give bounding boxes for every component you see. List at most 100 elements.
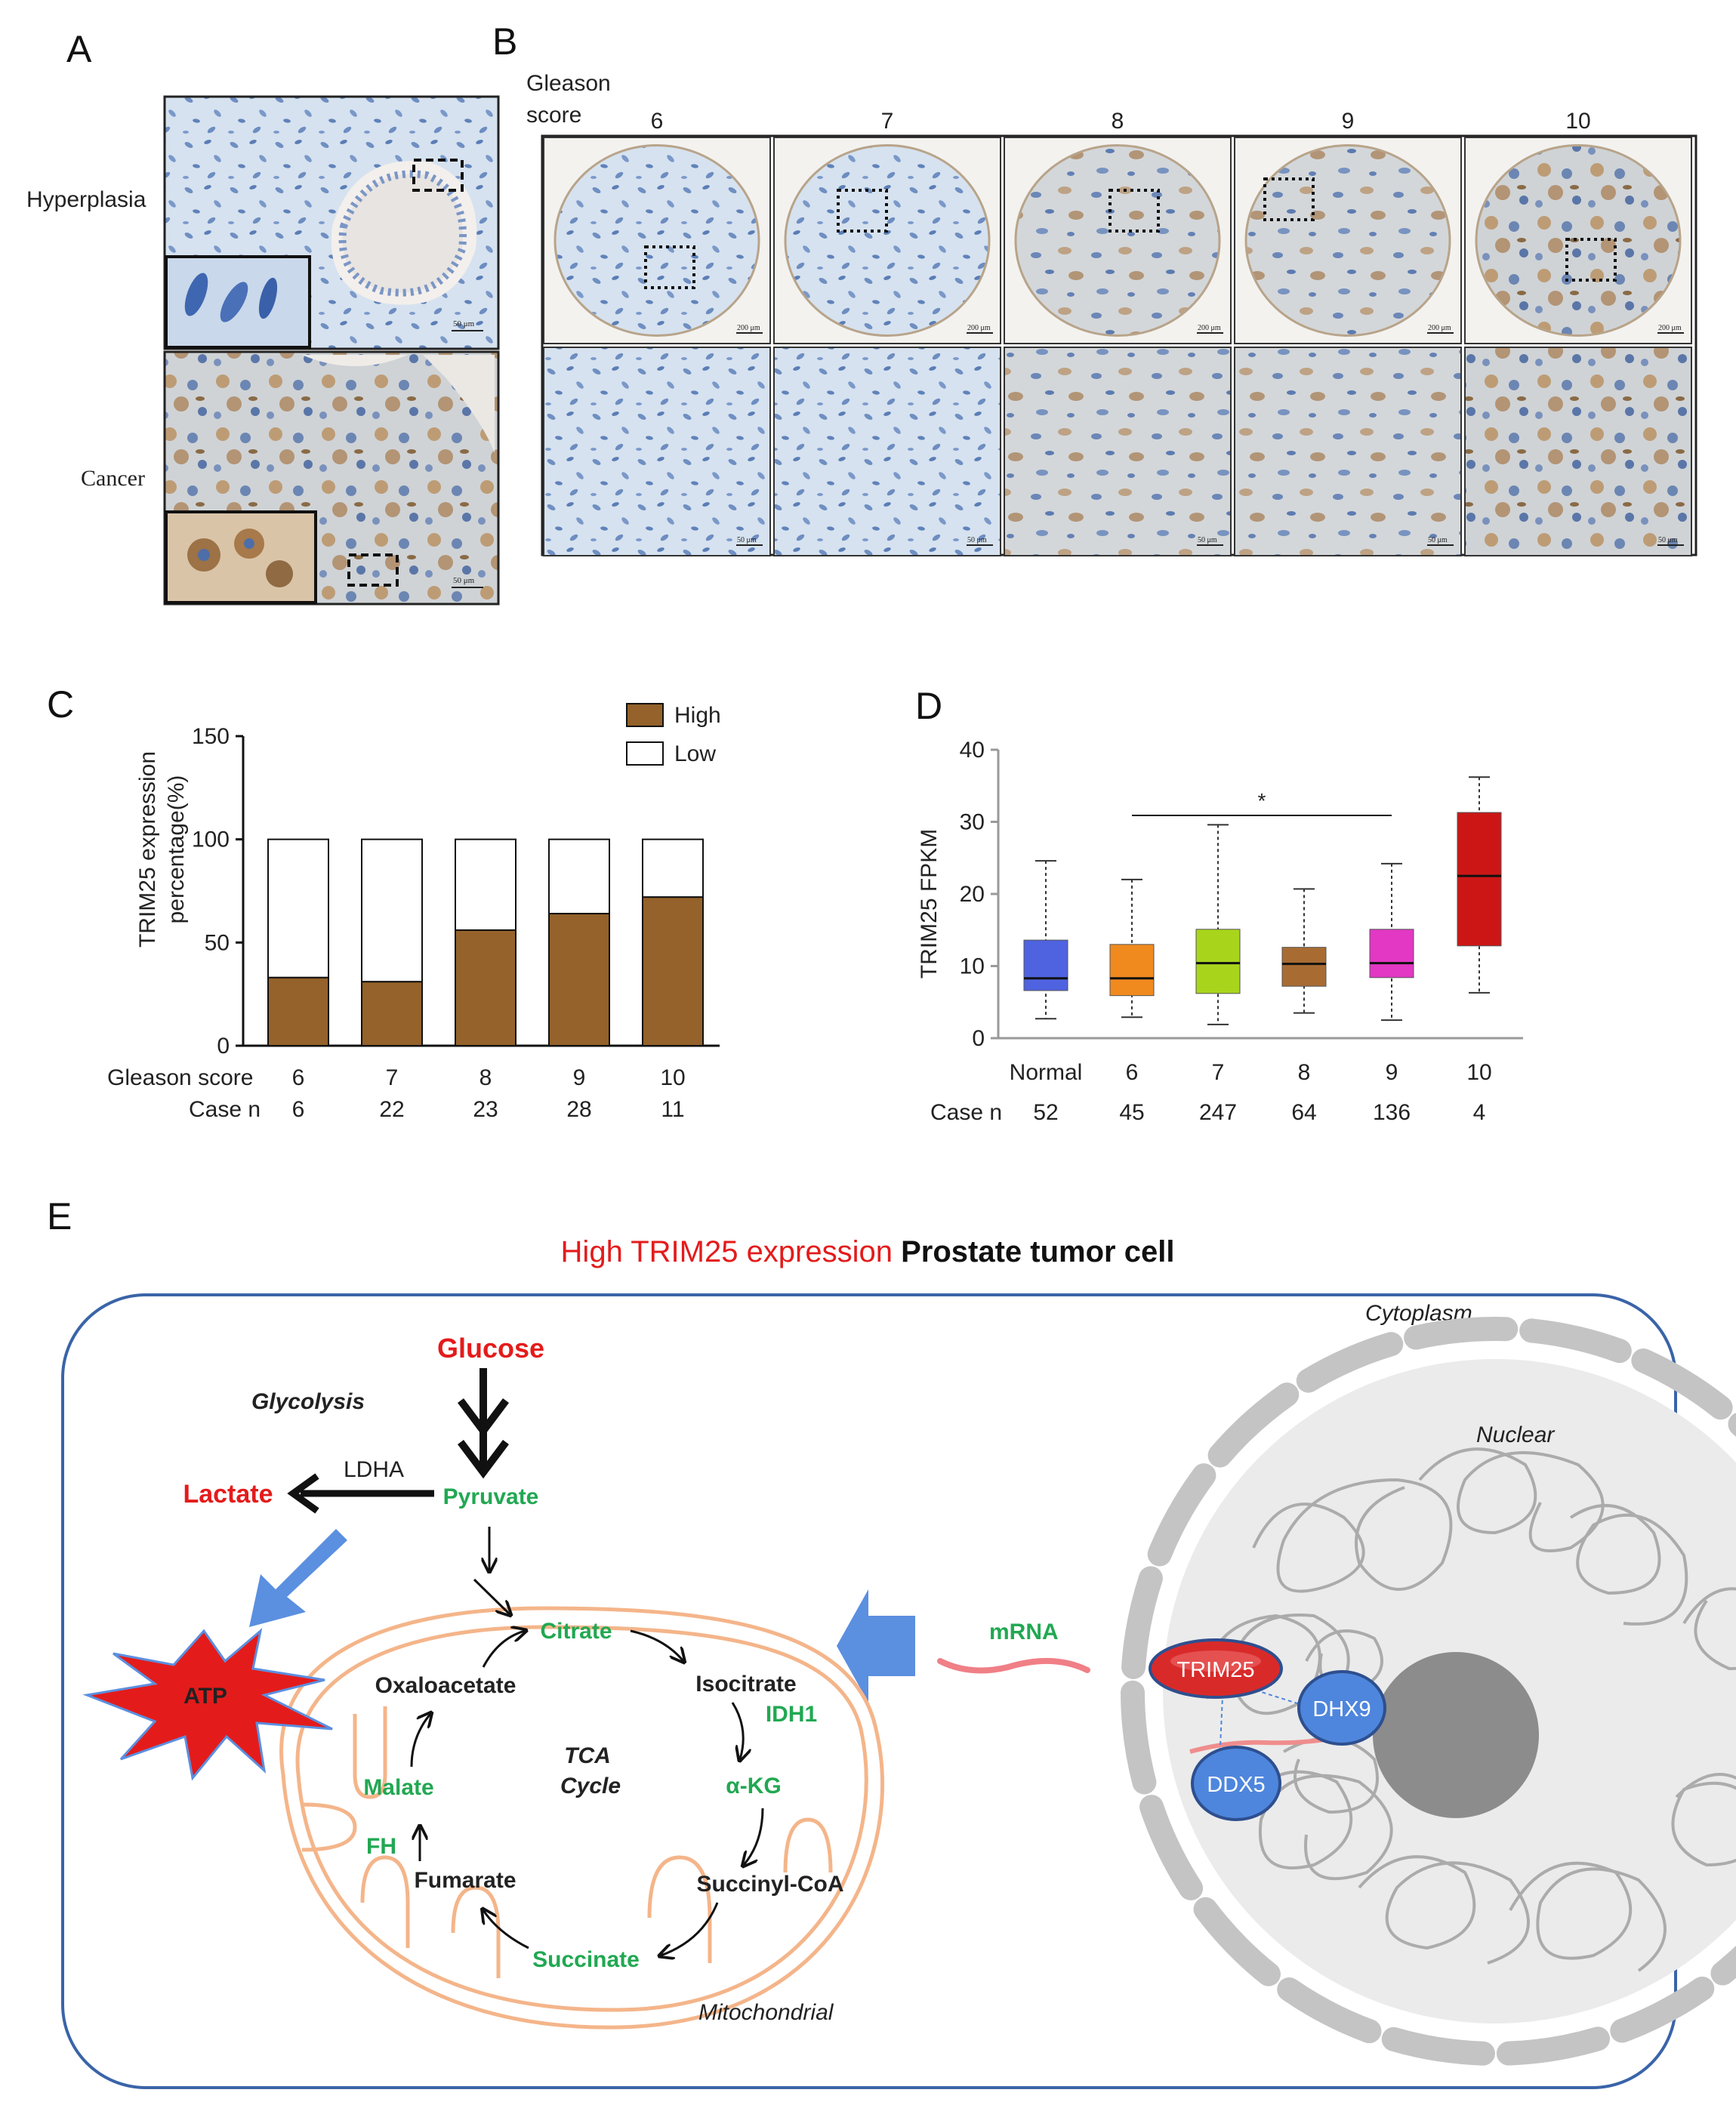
significance-label: * xyxy=(1258,789,1266,812)
scale-label-top-10: 200 μm xyxy=(1658,324,1682,332)
chart-c-category-9: 9 xyxy=(573,1065,586,1090)
scale-label-a1: 50 μm xyxy=(453,319,475,328)
cancer-micrograph: 50 μm xyxy=(163,350,500,606)
nucleus: Nuclear TRIM25 DHX9 DDX5 xyxy=(1121,1317,1736,2066)
zoom-box-9 xyxy=(1263,177,1315,221)
row-label-cancer: Cancer xyxy=(81,466,145,491)
mitochondrion: Mitochondrial xyxy=(279,1606,884,2030)
zoom-box-8 xyxy=(1109,189,1160,233)
chart-c-category-7: 7 xyxy=(386,1065,399,1090)
chart-d-ytick-label-10: 10 xyxy=(960,954,985,979)
scale-label-top-7: 200 μm xyxy=(967,324,991,332)
panel-letter-a: A xyxy=(66,28,92,70)
nucleolus xyxy=(1373,1652,1539,1818)
succinyl-coa-label: Succinyl-CoA xyxy=(696,1872,843,1897)
scale-label-a2: 50 μm xyxy=(453,576,475,585)
box-8 xyxy=(1281,947,1327,987)
tissue-core-8 xyxy=(1014,144,1221,337)
scale-label-bottom-8: 50 μm xyxy=(1198,536,1217,544)
chart-d-ylabel: TRIM25 FPKM xyxy=(917,829,942,979)
hyperplasia-micrograph: 50 μm xyxy=(163,95,500,350)
bar-low-6 xyxy=(267,838,329,979)
chart-c-casen-9: 28 xyxy=(566,1097,591,1122)
panel-letter-d: D xyxy=(915,685,942,727)
chart-d-row-label-casen: Case n xyxy=(930,1100,1002,1125)
box-10 xyxy=(1457,812,1502,947)
nuclear-label: Nuclear xyxy=(1476,1422,1555,1447)
box-9 xyxy=(1369,929,1414,979)
chart-c-legend: High Low xyxy=(626,703,721,766)
tca-label-line1: TCA xyxy=(564,1743,611,1768)
chart-c-ylabel-line2: percentage(%) xyxy=(164,775,189,924)
chart-d-casen-7: 247 xyxy=(1199,1100,1237,1125)
bar-low-10 xyxy=(642,838,704,898)
panel-b-col-9: 9 xyxy=(1342,109,1355,134)
bar-high-9 xyxy=(548,913,610,1046)
tca-arrows xyxy=(410,1631,764,1956)
detail-image-7 xyxy=(773,347,1001,556)
tissue-core-6 xyxy=(553,144,760,337)
tca-label-line2: Cycle xyxy=(560,1774,621,1798)
legend-high: High xyxy=(674,703,721,728)
chart-c-category-6: 6 xyxy=(292,1065,305,1090)
ddx5-label: DDX5 xyxy=(1207,1773,1265,1797)
chart-d-ytick-label-30: 30 xyxy=(960,810,985,835)
citrate-label: Citrate xyxy=(540,1619,612,1644)
tissue-core-10 xyxy=(1475,144,1682,337)
chart-c-category-8: 8 xyxy=(479,1065,492,1090)
chart-d-ytick-label-40: 40 xyxy=(960,738,985,763)
scale-label-bottom-6: 50 μm xyxy=(737,536,757,544)
chart-d-casen-10: 4 xyxy=(1473,1100,1486,1125)
chart-d-category-Normal: Normal xyxy=(1010,1060,1083,1085)
panel-b-col-7: 7 xyxy=(881,109,894,134)
mrna-strand xyxy=(937,1657,1090,1674)
zoom-box-10 xyxy=(1565,238,1617,282)
chart-d-casen-8: 64 xyxy=(1291,1100,1316,1125)
panel-letter-b: B xyxy=(492,20,517,63)
chart-c-casen-7: 22 xyxy=(379,1097,404,1122)
chart-c-category-10: 10 xyxy=(660,1065,685,1090)
tissue-core-9 xyxy=(1244,144,1451,337)
fh-label: FH xyxy=(366,1834,396,1859)
panel-e-title: High TRIM25 expression Prostate tumor ce… xyxy=(561,1235,1175,1268)
chart-d-category-8: 8 xyxy=(1298,1060,1311,1085)
isocitrate-label: Isocitrate xyxy=(695,1672,796,1697)
panel-letter-e: E xyxy=(47,1195,72,1237)
row-label-hyperplasia: Hyperplasia xyxy=(26,187,146,212)
chart-d-casen-6: 45 xyxy=(1119,1100,1144,1125)
scale-label-top-9: 200 μm xyxy=(1428,324,1451,332)
atp-burst xyxy=(82,1628,333,1781)
panel-b-col-8: 8 xyxy=(1112,109,1124,134)
glycolysis-label: Glycolysis xyxy=(251,1389,365,1414)
dhx9-protein xyxy=(1297,1670,1386,1746)
tissue-core-7 xyxy=(784,144,991,337)
panel-b-col-10: 10 xyxy=(1565,109,1590,134)
scale-label-top-6: 200 μm xyxy=(737,324,760,332)
pyruvate-label: Pyruvate xyxy=(443,1484,539,1509)
trim25-label: TRIM25 xyxy=(1176,1658,1254,1682)
chart-c-ytick-label-50: 50 xyxy=(205,930,230,955)
ddx5-protein xyxy=(1191,1746,1281,1821)
detail-image-9 xyxy=(1234,347,1462,556)
dhx9-label: DHX9 xyxy=(1312,1697,1371,1721)
chart-c-ytick-label-150: 150 xyxy=(192,724,230,749)
bar-high-7 xyxy=(361,981,423,1047)
bar-high-8 xyxy=(455,929,516,1047)
mrna-label: mRNA xyxy=(989,1620,1059,1644)
legend-low: Low xyxy=(674,741,716,766)
detail-image-10 xyxy=(1464,347,1692,556)
akg-label: α-KG xyxy=(726,1774,781,1798)
glucose-label: Glucose xyxy=(437,1333,544,1364)
ldha-label: LDHA xyxy=(344,1457,404,1482)
zoom-box-7 xyxy=(837,189,888,233)
detail-image-6 xyxy=(543,347,771,556)
fumarate-label: Fumarate xyxy=(414,1868,516,1893)
chart-d-casen-9: 136 xyxy=(1373,1100,1411,1125)
zoom-box-6 xyxy=(644,245,695,289)
chart-c-row-label-gleason: Gleason score xyxy=(107,1065,253,1090)
scale-label-bottom-10: 50 μm xyxy=(1658,536,1678,544)
atp-label: ATP xyxy=(183,1684,227,1709)
chart-c-ytick-label-0: 0 xyxy=(217,1034,230,1059)
bar-high-6 xyxy=(267,976,329,1047)
